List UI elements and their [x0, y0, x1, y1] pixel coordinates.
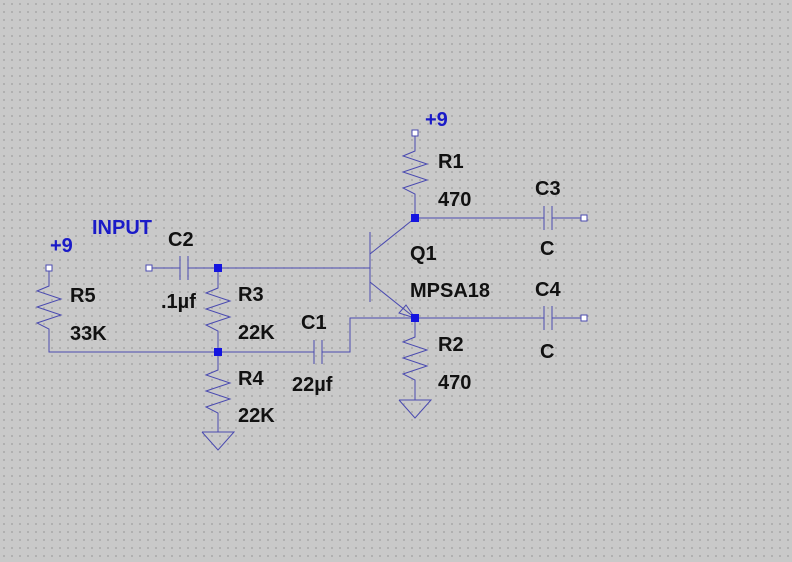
r3-ref: R3 — [238, 284, 264, 306]
collector-junction — [411, 214, 419, 222]
c4-output-terminal[interactable] — [580, 314, 588, 322]
r4-ref: R4 — [238, 368, 264, 390]
r2-ref: R2 — [438, 334, 464, 356]
c2-ref: C2 — [168, 229, 194, 251]
r5-value: 33K — [70, 323, 107, 345]
base-junction — [214, 264, 222, 272]
c1-ref: C1 — [301, 312, 327, 334]
r4-resistor[interactable] — [201, 352, 236, 451]
r4-ground-symbol — [201, 431, 236, 451]
r1-value: 470 — [438, 189, 471, 211]
emitter-junction — [411, 314, 419, 322]
c1-value: 22µf — [292, 374, 333, 396]
input-terminal[interactable] — [145, 264, 153, 272]
c4-ref: C4 — [535, 279, 561, 301]
c1-capacitor[interactable] — [218, 317, 415, 364]
r5-resistor[interactable] — [35, 264, 218, 353]
r1-resistor[interactable] — [401, 129, 429, 218]
c2-capacitor[interactable] — [145, 256, 218, 280]
q1-value: MPSA18 — [410, 280, 490, 302]
c3-value: C — [540, 238, 554, 260]
q1-ref: Q1 — [410, 243, 437, 265]
r5-vcc-terminal[interactable] — [45, 264, 53, 272]
input-net-label: INPUT — [92, 217, 152, 239]
c3-capacitor[interactable] — [415, 206, 588, 230]
c2-value: .1µf — [161, 291, 196, 313]
c3-output-terminal[interactable] — [580, 214, 588, 222]
r4-value: 22K — [238, 405, 275, 427]
r5-ref: R5 — [70, 285, 96, 307]
vcc-label-top: +9 — [425, 109, 448, 131]
r1-ref: R1 — [438, 151, 464, 173]
vcc-label-left: +9 — [50, 235, 73, 257]
r2-value: 470 — [438, 372, 471, 394]
r2-resistor[interactable] — [398, 318, 433, 419]
q1-transistor[interactable] — [369, 217, 417, 319]
bias-junction — [214, 348, 222, 356]
r1-vcc-terminal[interactable] — [411, 129, 419, 137]
r3-resistor[interactable] — [204, 268, 232, 352]
c4-value: C — [540, 341, 554, 363]
r2-ground-symbol — [398, 399, 433, 419]
c4-capacitor[interactable] — [415, 306, 588, 330]
c3-ref: C3 — [535, 178, 561, 200]
r3-value: 22K — [238, 322, 275, 344]
